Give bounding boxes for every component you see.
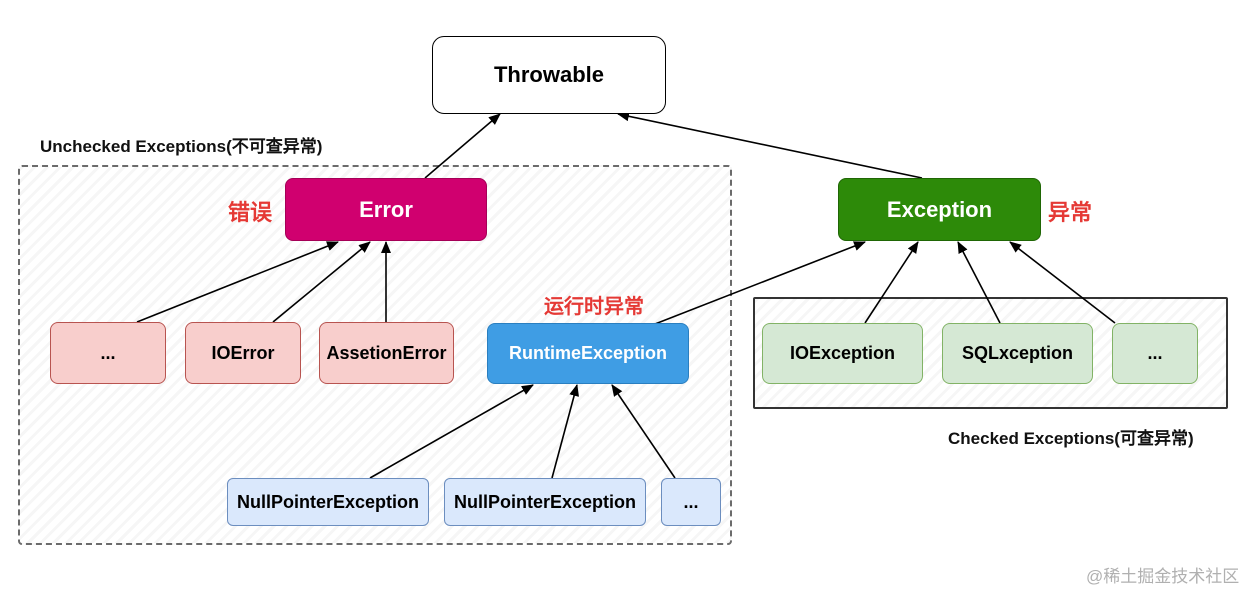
arrow-ioerror-to-error	[272, 241, 371, 323]
exception-node: Exception	[838, 178, 1041, 241]
arrow-runtime-other-to-runtime	[611, 384, 676, 479]
exception-other-node: ...	[1112, 323, 1198, 384]
arrow-npe1-to-runtime	[369, 384, 534, 479]
checked-exceptions-title: Checked Exceptions(可查异常)	[948, 429, 1194, 448]
error-chinese-label: 错误	[228, 200, 273, 225]
exception-chinese-label: 异常	[1048, 200, 1093, 225]
error-other-node: ...	[50, 322, 166, 384]
unchecked-exceptions-title: Unchecked Exceptions(不可查异常)	[40, 137, 323, 156]
watermark: @稀土掘金技术社区	[1086, 567, 1240, 586]
arrow-ioexception-to-exception	[864, 241, 919, 324]
arrow-runtime-to-exception	[654, 241, 866, 325]
arrow-exception-other-to-exception	[1009, 241, 1116, 324]
arrow-exception-to-throwable	[617, 111, 923, 179]
ioerror-node: IOError	[185, 322, 301, 384]
arrow-npe2-to-runtime	[551, 384, 579, 479]
arrow-error-other-to-error	[136, 241, 339, 323]
runtime-other-node: ...	[661, 478, 721, 526]
arrow-sqlexception-to-exception	[957, 241, 1001, 324]
assertion-error-node: AssetionError	[319, 322, 454, 384]
npe-node-2: NullPointerException	[444, 478, 646, 526]
arrow-error-to-throwable	[424, 113, 501, 179]
throwable-node: Throwable	[432, 36, 666, 114]
npe-node-1: NullPointerException	[227, 478, 429, 526]
runtime-exception-chinese-label: 运行时异常	[544, 296, 644, 318]
sqlexception-node: SQLxception	[942, 323, 1093, 384]
runtime-exception-node: RuntimeException	[487, 323, 689, 384]
ioexception-node: IOException	[762, 323, 923, 384]
error-node: Error	[285, 178, 487, 241]
